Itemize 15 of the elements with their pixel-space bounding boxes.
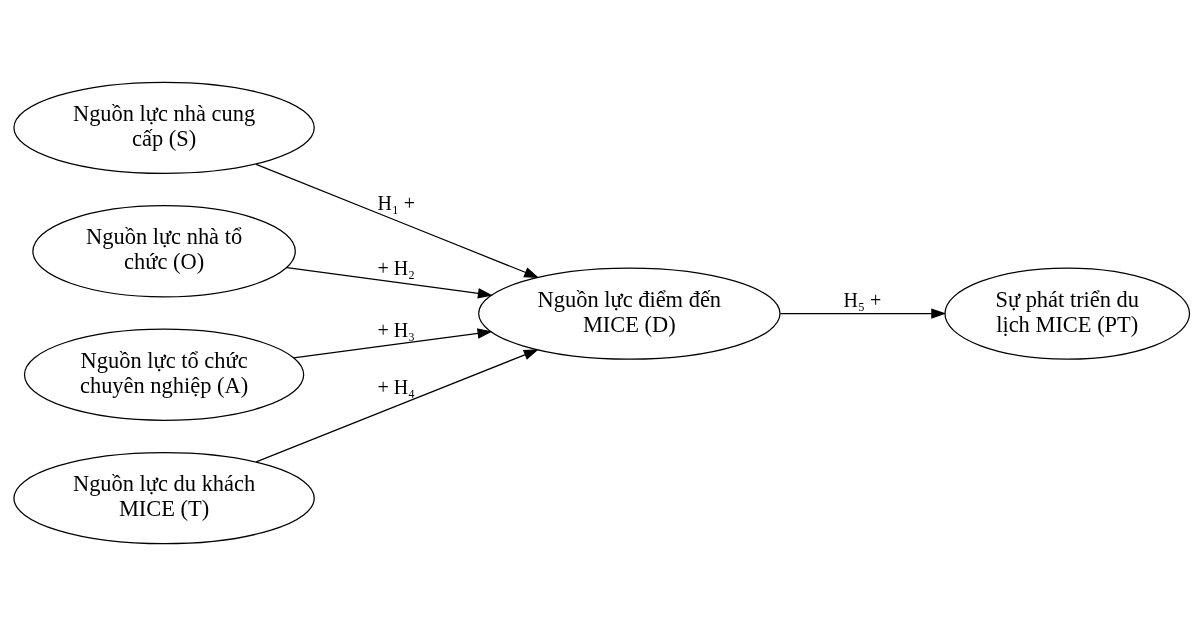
edge-label: H₅ + xyxy=(843,289,882,312)
edge-label: + H₃ xyxy=(377,319,416,342)
edge-label: + H₄ xyxy=(377,376,416,399)
arrow xyxy=(779,308,947,319)
arrow xyxy=(286,267,493,299)
arrow xyxy=(293,328,493,359)
edge-label: + H₂ xyxy=(377,256,416,279)
node-ellipse: Nguồn lực nhà tổ chức (O) xyxy=(32,205,296,298)
node-ellipse: Sự phát triển du lịch MICE (PT) xyxy=(944,267,1191,360)
arrow xyxy=(255,349,539,463)
node-ellipse: Nguồn lực tổ chức chuyên nghiệp (A) xyxy=(23,328,305,421)
arrow xyxy=(255,163,540,278)
edge-label: H₁ + xyxy=(377,191,416,214)
node-ellipse: Nguồn lực du khách MICE (T) xyxy=(13,451,315,545)
node-ellipse: Nguồn lực nhà cung cấp (S) xyxy=(13,81,315,175)
